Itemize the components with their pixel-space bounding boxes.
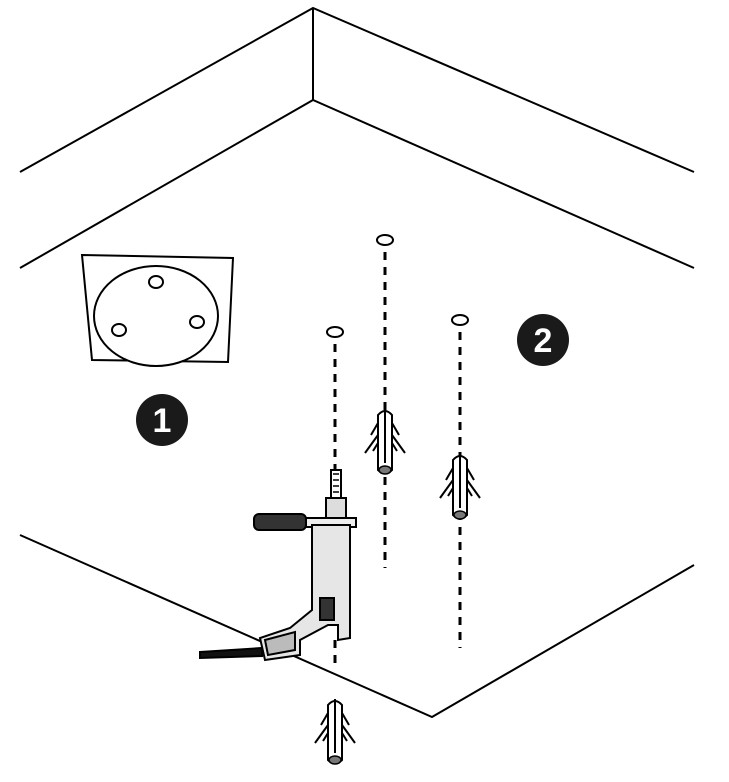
wall-anchor xyxy=(439,453,481,520)
step-label-1: 1 xyxy=(153,402,172,440)
step-label-2: 2 xyxy=(534,322,553,360)
drill-holes xyxy=(326,234,469,338)
step-badge-2: 2 xyxy=(517,314,569,366)
drill-icon xyxy=(199,469,357,662)
mounting-plate xyxy=(80,253,235,367)
ceiling-edges xyxy=(19,6,695,719)
step-badge-1: 1 xyxy=(136,394,188,446)
wall-anchor xyxy=(314,698,356,765)
wall-anchor xyxy=(364,408,406,475)
guide-lines xyxy=(333,252,462,665)
